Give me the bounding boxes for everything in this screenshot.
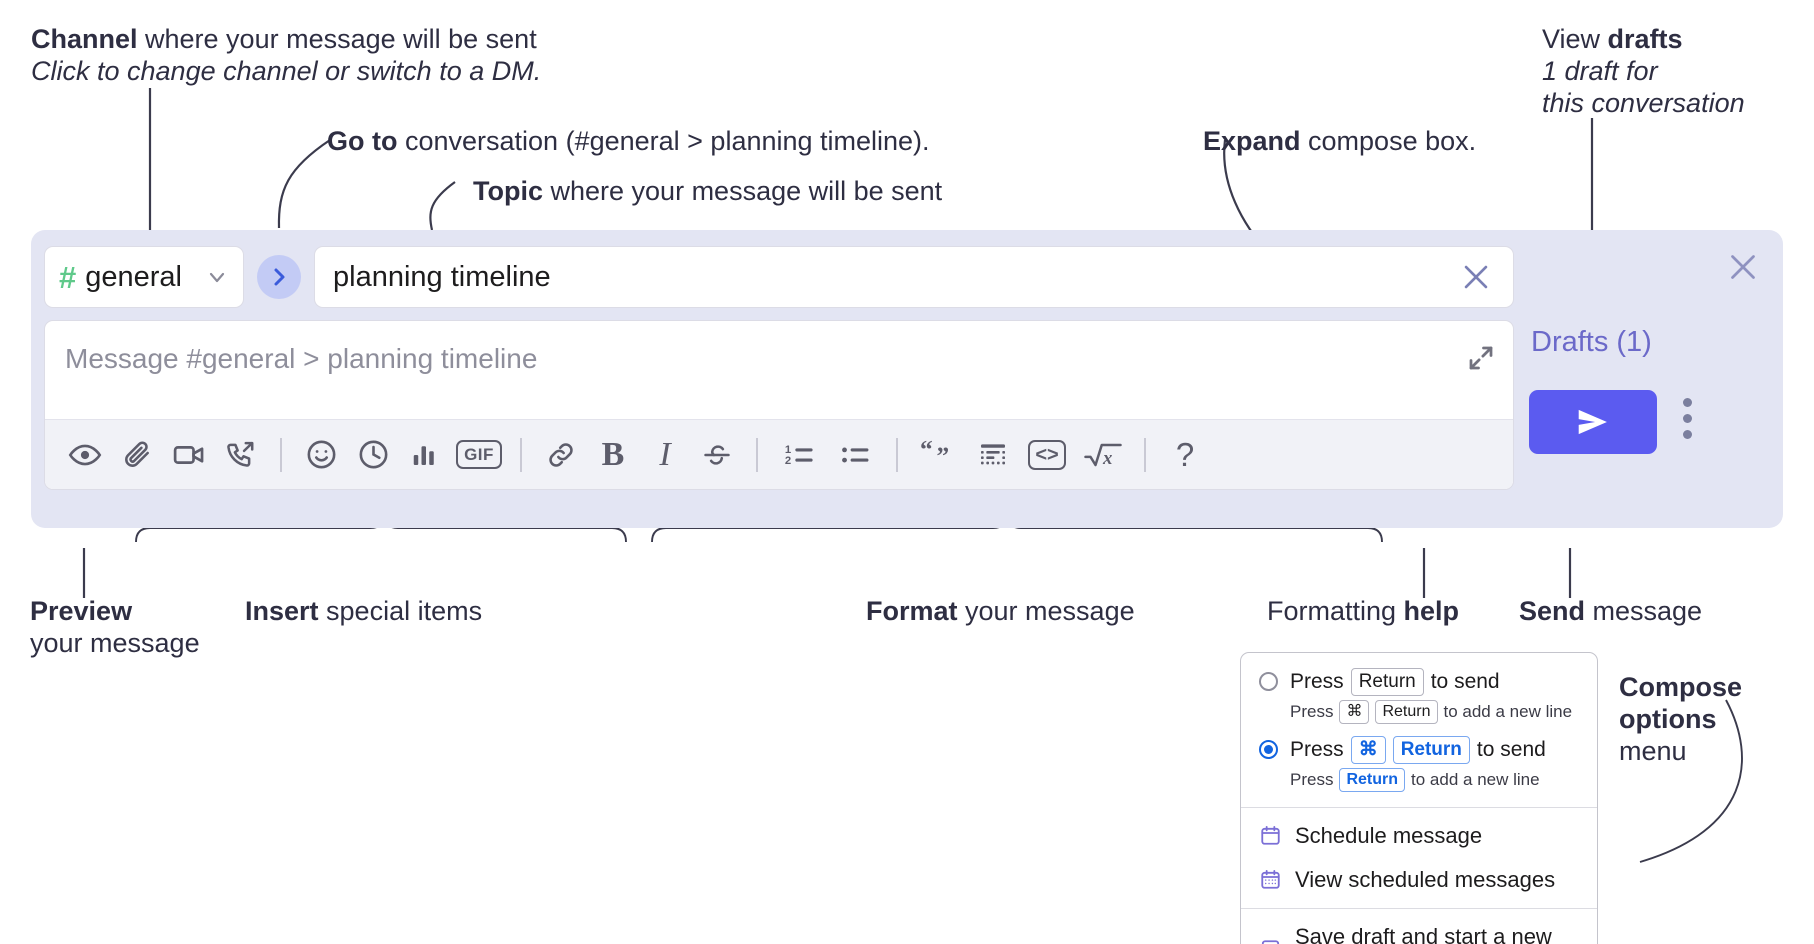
gif-icon[interactable]: GIF [451,429,507,481]
key-return: Return [1350,668,1424,696]
link-icon[interactable] [535,429,587,481]
send-icon [1578,409,1607,435]
annotation-format: Format your message [866,596,1135,626]
video-icon[interactable] [163,429,215,481]
option-label-post: to send [1430,669,1500,693]
math-icon[interactable]: x [1075,429,1131,481]
blockquote-icon[interactable]: “ ” [911,429,967,481]
save-draft-icon [1259,938,1282,944]
calendar-grid-icon [1259,868,1282,891]
svg-text:“: “ [920,438,933,464]
annotation-drafts: View drafts 1 draft for this conversatio… [1542,24,1745,118]
menu-item-view-scheduled-messages[interactable]: View scheduled messages [1241,858,1597,902]
message-box: Message #general > planning timeline [44,320,1514,490]
menu-divider [1241,907,1597,909]
annotation-help: Formatting help [1267,596,1460,626]
radio-selected[interactable] [1259,740,1278,760]
huddle-icon[interactable] [215,429,267,481]
close-icon[interactable] [1725,249,1761,285]
chevron-right-icon [274,268,285,286]
annotation-expand: Expand compose box. [1203,126,1477,156]
option-label-pre: Press [1290,669,1344,693]
send-option-return[interactable]: Press Return to send [1241,665,1597,696]
attachment-icon[interactable] [111,429,163,481]
toolbar-separator [896,437,898,472]
ordered-list-icon[interactable]: 1 2 [771,429,827,481]
menu-item-label: View scheduled messages [1295,866,1556,892]
annotation-topic: Topic where your message will be sent [473,176,943,206]
topic-value: planning timeline [333,260,551,293]
expand-icon[interactable] [1466,343,1496,373]
key-return: Return [1339,767,1406,792]
calendar-icon [1259,824,1282,847]
compose-panel: # general planning timeline [31,230,1783,528]
toolbar-separator [520,437,522,472]
kebab-dot [1683,414,1692,423]
annotation-goto: Go to conversation (#general > planning … [327,126,930,156]
kebab-dot [1683,398,1692,407]
bold-icon[interactable]: B [601,435,625,473]
key-command: ⌘ [1339,699,1370,724]
strikethrough-icon[interactable] [691,429,743,481]
clock-icon[interactable] [347,429,399,481]
menu-divider [1241,806,1597,808]
menu-item-schedule-message[interactable]: Schedule message [1241,814,1597,858]
send-button[interactable] [1529,390,1657,454]
svg-text:2: 2 [785,455,791,467]
option-label-post: to send [1476,737,1546,761]
help-icon[interactable]: ? [1175,435,1195,473]
option-label-pre: Press [1290,737,1344,761]
goto-conversation-button[interactable] [257,255,301,299]
message-placeholder: Message #general > planning timeline [65,343,538,374]
message-input[interactable]: Message #general > planning timeline [45,321,1513,419]
radio-unselected[interactable] [1259,672,1278,692]
annotation-preview: Preview your message [30,596,200,658]
compose-right-rail: Drafts (1) [1515,230,1783,528]
svg-text:”: ” [936,441,949,469]
compose-options-button[interactable] [1683,398,1692,439]
bulleted-list-icon[interactable] [827,429,883,481]
topic-field[interactable]: planning timeline [314,246,1514,308]
svg-text:1: 1 [785,444,791,456]
code-block-icon[interactable] [967,429,1019,481]
menu-item-save-draft[interactable]: Save draft and start a new message [1241,915,1597,944]
drafts-link[interactable]: Drafts (1) [1531,326,1652,358]
key-return: Return [1375,699,1438,724]
annotation-compose-options: Compose options menu [1619,672,1743,766]
send-option-return-hint: Press ⌘ Return to add a new line [1241,696,1597,733]
menu-item-label: Schedule message [1295,822,1483,848]
channel-name: general [85,260,182,293]
key-return: Return [1392,735,1470,764]
send-option-cmd-return[interactable]: Press ⌘ Return to send [1241,733,1597,764]
annotation-send: Send message [1519,596,1703,626]
chevron-down-icon [205,265,229,289]
toolbar-separator [280,437,282,472]
menu-item-label: Save draft and start a new message [1295,923,1552,944]
key-command: ⌘ [1350,735,1386,764]
channel-selector[interactable]: # general [44,246,244,308]
svg-text:x: x [1102,447,1112,468]
send-option-cmd-return-hint: Press Return to add a new line [1241,764,1597,801]
toolbar-separator [1144,437,1146,472]
annotation-channel: Channel where your message will be sent … [31,24,542,86]
hash-icon: # [59,259,77,295]
formatting-toolbar: GIF B I 1 [45,419,1513,489]
close-icon[interactable] [1455,256,1497,298]
annotation-insert: Insert special items [245,596,483,626]
preview-icon[interactable] [59,429,111,481]
italic-icon[interactable]: I [659,435,671,473]
emoji-icon[interactable] [295,429,347,481]
compose-options-menu: Press Return to send Press ⌘ Return to a… [1240,652,1598,944]
compose-header-row: # general planning timeline [44,244,1514,310]
poll-icon[interactable] [399,429,451,481]
kebab-dot [1683,430,1692,439]
toolbar-separator [756,437,758,472]
code-icon[interactable]: <> [1019,429,1075,481]
